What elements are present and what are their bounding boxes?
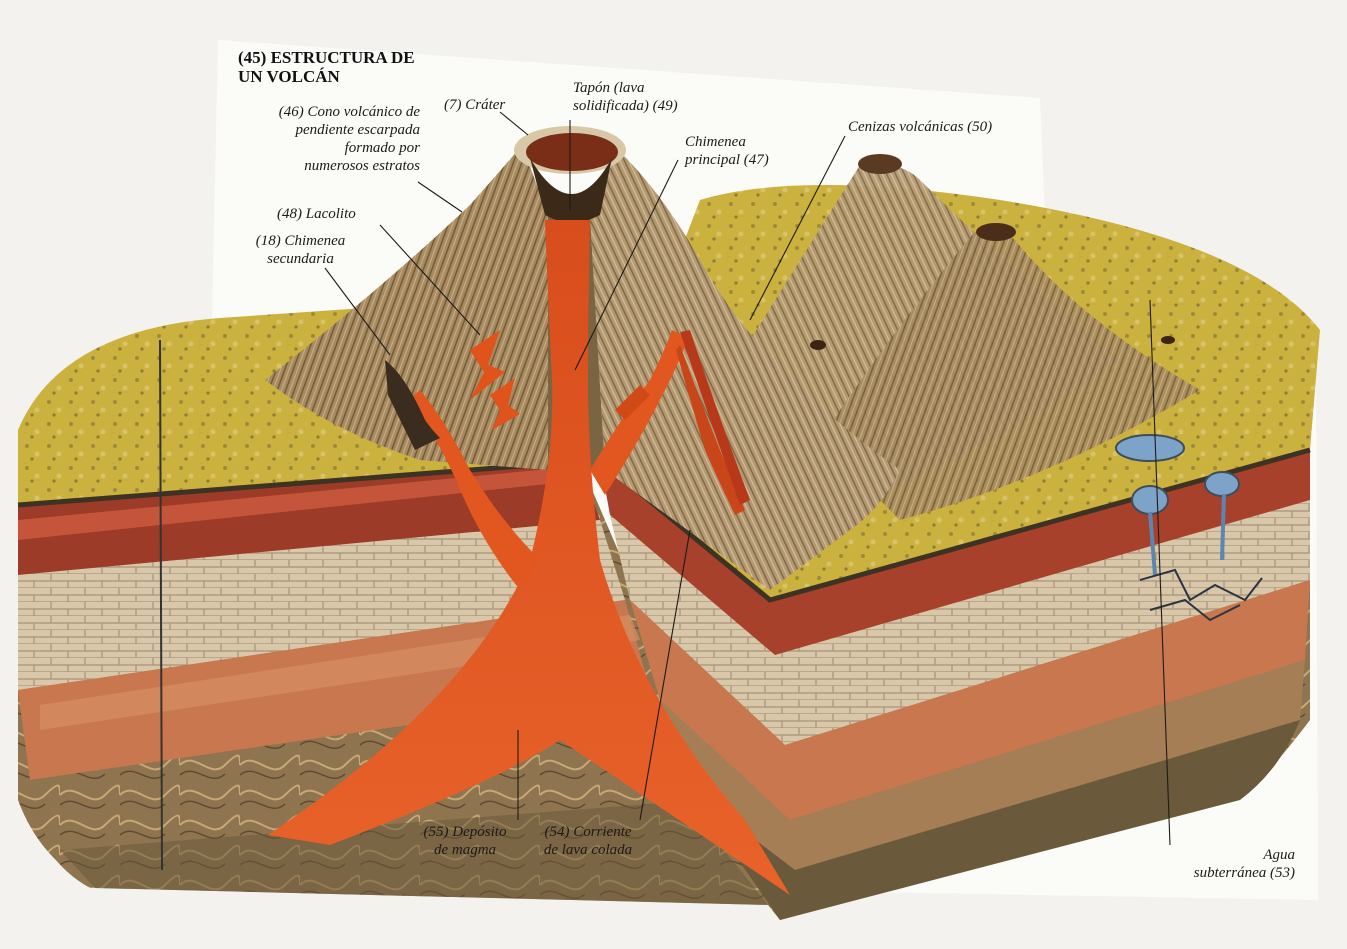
label-agua-subterranea: Agua subterránea (53) (1160, 846, 1295, 882)
label-chimenea-principal: Chimenea principal (47) (685, 133, 769, 169)
diagram-title: (45) ESTRUCTURA DE UN VOLCÁN (238, 48, 415, 86)
label-cono-volcanico: (46) Cono volcánico de pendiente escarpa… (230, 103, 420, 175)
label-lacolito: (48) Lacolito (277, 205, 356, 223)
label-cenizas-volcanicas: Cenizas volcánicas (50) (848, 118, 992, 136)
label-tapon: Tapón (lava solidificada) (49) (573, 79, 678, 115)
label-corriente-lava: (54) Corriente de lava colada (528, 823, 648, 859)
label-deposito-magma: (55) Depósito de magma (405, 823, 525, 859)
label-crater: (7) Cráter (444, 96, 505, 114)
label-chimenea-secundaria: (18) Chimenea secundaria (243, 232, 358, 268)
